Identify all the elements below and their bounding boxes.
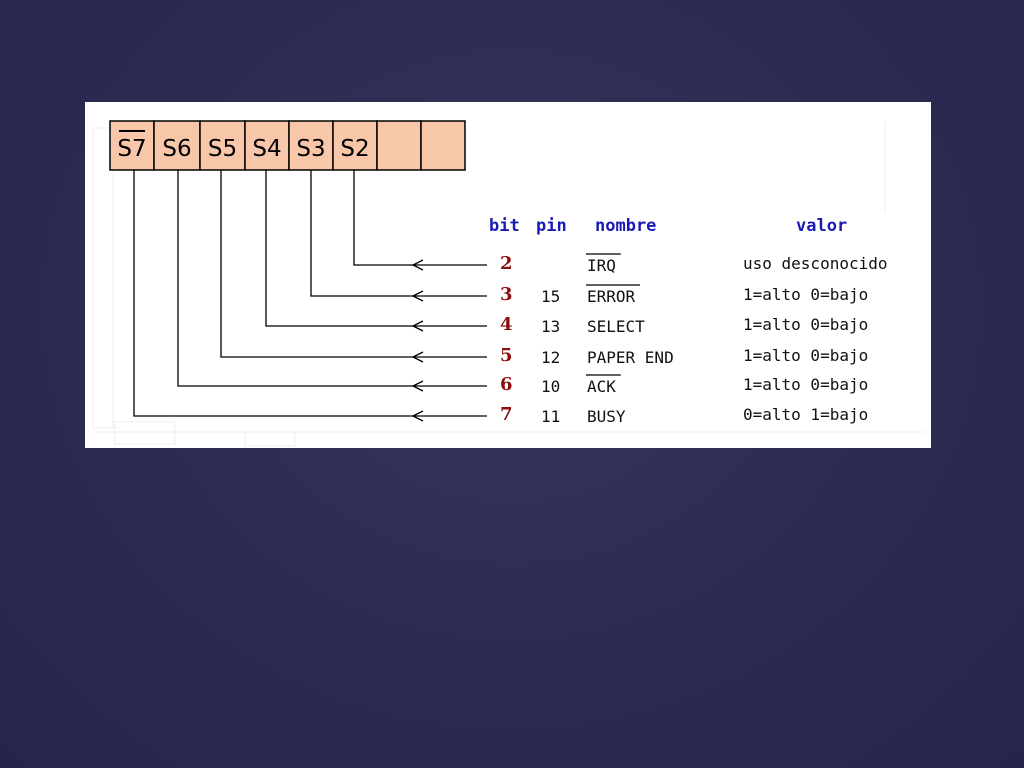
- table-rows: 2 IRQ uso desconocido 3 15 ERROR 1=alto 0=bajo…: [500, 253, 888, 426]
- row-valor: 1=alto 0=bajo: [743, 285, 868, 304]
- register-cell-empty-6: [376, 120, 422, 171]
- row-nombre: PAPER END: [587, 348, 674, 367]
- row-valor: 1=alto 0=bajo: [743, 346, 868, 365]
- connector-lines: [133, 170, 487, 422]
- row-pin: 12: [541, 348, 560, 367]
- register-label: S2: [340, 136, 369, 162]
- header-valor: valor: [796, 216, 847, 236]
- row-bit: 6: [500, 374, 513, 395]
- arrow-left-icon: [411, 380, 424, 392]
- header-pin: pin: [536, 216, 567, 236]
- table-row: 6 10 ACK 1=alto 0=bajo: [500, 374, 868, 396]
- arrow-left-icon: [411, 290, 424, 302]
- table-row: 4 13 SELECT 1=alto 0=bajo: [500, 314, 868, 336]
- connector-bit-6: [177, 170, 487, 392]
- row-bit: 4: [500, 314, 513, 335]
- row-valor: 1=alto 0=bajo: [743, 375, 868, 394]
- row-pin: 11: [541, 407, 560, 426]
- faint-background-drawing: [92, 122, 925, 447]
- register-cell-s5: S5: [199, 120, 246, 171]
- register-label: S7: [117, 136, 146, 162]
- row-bit: 2: [500, 253, 513, 274]
- row-bit: 3: [500, 284, 513, 305]
- connector-bit-7: [133, 170, 487, 422]
- connector-bit-3: [310, 170, 487, 302]
- register-label: S5: [208, 136, 237, 162]
- register-cell-s2: S2: [332, 120, 378, 171]
- register-label: S4: [252, 136, 281, 162]
- register-cell-s4: S4: [244, 120, 290, 171]
- row-pin: 13: [541, 317, 560, 336]
- table-header: bit pin nombre valor: [489, 216, 847, 236]
- row-nombre: SELECT: [587, 317, 645, 336]
- register-cell-s7: S7: [109, 120, 155, 171]
- register-cell-s6: S6: [153, 120, 201, 171]
- row-valor: uso desconocido: [743, 254, 888, 273]
- connector-bit-2: [353, 170, 487, 271]
- connector-bit-5: [220, 170, 487, 363]
- table-row: 7 11 BUSY 0=alto 1=bajo: [500, 404, 868, 426]
- table-row: 2 IRQ uso desconocido: [500, 253, 888, 275]
- register-label: S3: [296, 136, 325, 162]
- row-valor: 0=alto 1=bajo: [743, 405, 868, 424]
- row-nombre: ACK: [587, 377, 616, 396]
- row-pin: 15: [541, 287, 560, 306]
- row-bit: 5: [500, 345, 513, 366]
- row-pin: 10: [541, 377, 560, 396]
- table-row: 5 12 PAPER END 1=alto 0=bajo: [500, 345, 868, 367]
- register-cell-s3: S3: [288, 120, 334, 171]
- register-label: S6: [162, 136, 191, 162]
- row-nombre: ERROR: [587, 287, 636, 306]
- connector-bit-4: [265, 170, 487, 332]
- arrow-left-icon: [411, 259, 424, 271]
- row-nombre: IRQ: [587, 256, 616, 275]
- header-bit: bit: [489, 216, 520, 236]
- register-cell-empty-7: [420, 120, 466, 171]
- header-nombre: nombre: [595, 216, 656, 236]
- status-register-diagram: S7 S6 S5 S4 S3 S2 bit pin nombre valor 2 IRQ us…: [85, 102, 931, 448]
- row-bit: 7: [500, 404, 513, 425]
- diagram-canvas: S7 S6 S5 S4 S3 S2 bit pin nombre valor 2 IRQ us…: [92, 120, 925, 447]
- register-cells: S7 S6 S5 S4 S3 S2: [109, 120, 466, 171]
- row-valor: 1=alto 0=bajo: [743, 315, 868, 334]
- arrow-left-icon: [411, 410, 424, 422]
- table-row: 3 15 ERROR 1=alto 0=bajo: [500, 284, 868, 306]
- arrow-left-icon: [411, 320, 424, 332]
- arrow-left-icon: [411, 351, 424, 363]
- row-nombre: BUSY: [587, 407, 626, 426]
